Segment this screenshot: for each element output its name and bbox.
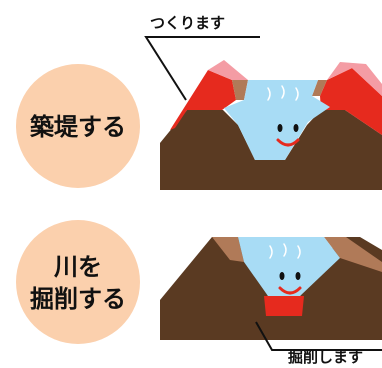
bottom-face-smile [278,286,302,295]
top-left-embankment-top [208,60,248,80]
top-right-embankment-slope [312,80,327,96]
top-callout-text: つくります [150,14,225,32]
top-label-text: 築堤する [29,113,126,141]
top-callout-leader [144,36,260,101]
top-earth [160,110,382,190]
top-panel: 築堤する つくります [16,14,382,190]
bottom-river-water [238,237,340,296]
top-right-embankment-top [327,62,382,96]
bottom-excavated-channel [264,296,304,316]
bottom-face-left-eye [279,272,285,280]
bottom-left-bank [212,237,244,262]
top-river-water [224,80,330,160]
top-left-embankment [170,70,236,130]
bottom-label-line1: 川を [54,253,102,281]
top-face-right-eye [293,124,299,132]
bottom-callout-leader [255,321,382,351]
bottom-water-ripple [269,243,301,259]
bottom-label-line2: 掘削する [30,285,126,313]
bottom-label-badge [16,220,140,344]
top-label-badge [16,64,140,188]
bottom-callout-text: 掘削します [288,348,363,366]
bottom-panel: 川を 掘削する 掘削します [16,220,382,366]
top-face-smile [276,138,300,147]
top-face-left-eye [277,124,283,132]
top-left-embankment-slope [232,80,248,100]
bottom-right-bank [324,237,382,272]
top-right-embankment [320,68,382,135]
top-water-ripple [267,85,299,101]
bottom-face-right-eye [295,272,301,280]
